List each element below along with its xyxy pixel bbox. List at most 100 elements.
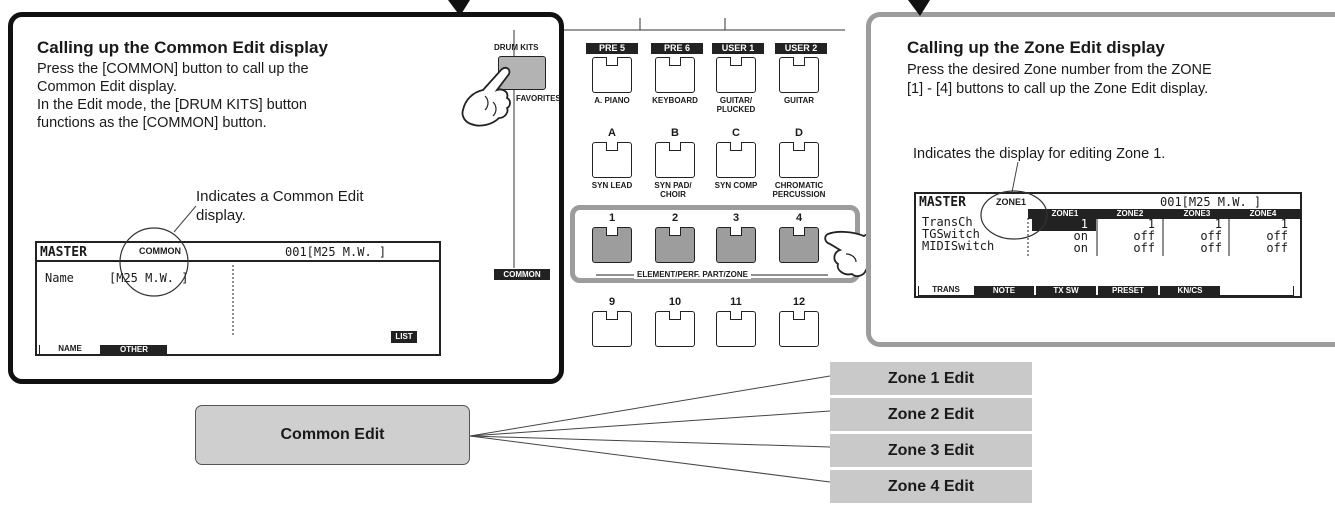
lcd-tab-preset: PRESET — [1098, 286, 1158, 295]
lcd-tab-kn-cs: KN/CS — [1160, 286, 1220, 295]
led — [793, 311, 805, 320]
lcd-cell-midiswitch-1: on — [1073, 241, 1088, 255]
lcd-cell-tgswitch-3: off — [1200, 229, 1222, 243]
led — [606, 142, 618, 151]
zone-2-button[interactable] — [655, 227, 695, 263]
letter-d: D — [795, 127, 803, 139]
lcd-cell-tgswitch-2: off — [1133, 229, 1155, 243]
led — [669, 142, 681, 151]
right-callout-arrow-icon — [908, 0, 930, 16]
lcd-row-label-tgswitch: TGSwitch — [922, 227, 980, 241]
lcd-list-icon: LIST — [391, 331, 417, 343]
number-9: 9 — [608, 296, 616, 308]
zone1-highlight-circle — [980, 190, 1048, 240]
button-10[interactable] — [655, 311, 695, 347]
lcd-section-label: ZONE1 — [996, 197, 1027, 207]
number-10: 10 — [668, 296, 682, 308]
lcd-header-rule — [37, 260, 439, 262]
led — [606, 311, 618, 320]
lcd-name-value: [M25 M.W. ] — [109, 271, 189, 285]
button-syn-pad-choir[interactable] — [655, 142, 695, 178]
zone-4-button[interactable] — [779, 227, 819, 263]
common-note-pointer — [173, 205, 197, 233]
lcd-tab-strip — [918, 286, 1294, 296]
lcd-tab-other: OTHER — [101, 345, 167, 354]
number-1: 1 — [608, 212, 616, 224]
lcd-cell-midiswitch-3: off — [1200, 241, 1222, 255]
led — [793, 142, 805, 151]
zone-4-edit-box: Zone 4 Edit — [830, 470, 1032, 503]
favorites-label: FAVORITES — [516, 94, 561, 103]
zone-3-button[interactable] — [716, 227, 756, 263]
zone-edit-title: Calling up the Zone Edit display — [907, 38, 1165, 57]
lcd-zone-header-4: ZONE4 — [1249, 209, 1277, 218]
button-chromatic-percussion[interactable] — [779, 142, 819, 178]
led — [669, 311, 681, 320]
button-9[interactable] — [592, 311, 632, 347]
lcd-cell-midiswitch-2: off — [1133, 241, 1155, 255]
lcd-cursor-cell — [1032, 219, 1096, 231]
zone-1-edit-box: Zone 1 Edit — [830, 362, 1032, 395]
lcd-cell-transch-3: 1 — [1214, 217, 1222, 231]
lcd-section-label: COMMON — [139, 246, 181, 256]
button-keyboard[interactable] — [655, 57, 695, 93]
lcd-mode-label: MASTER — [40, 245, 87, 260]
common-edit-note-line-1: Indicates a Common Edit — [196, 188, 364, 205]
lcd-row-label-transch: TransCh — [922, 215, 973, 229]
button-a-piano[interactable] — [592, 57, 632, 93]
label-syn-comp: SYN COMP — [714, 181, 758, 190]
label-syn-lead: SYN LEAD — [591, 181, 633, 190]
letter-c: C — [732, 127, 740, 139]
lcd-zone-header-bar — [1028, 209, 1300, 219]
lcd-cell-tgswitch-4: off — [1266, 229, 1288, 243]
button-12[interactable] — [779, 311, 819, 347]
header-user1: USER 1 — [712, 43, 764, 54]
led — [730, 57, 742, 66]
number-11: 11 — [730, 296, 742, 308]
lcd-name-label: Name — [45, 271, 74, 285]
button-syn-comp[interactable] — [716, 142, 756, 178]
lcd-cell-transch-1: 1 — [1080, 217, 1088, 231]
button-syn-lead[interactable] — [592, 142, 632, 178]
common-bar-label: COMMON — [494, 269, 550, 280]
lcd-tab-tx-sw: TX SW — [1036, 286, 1096, 295]
led — [669, 57, 681, 66]
label-chromatic-percussion: CHROMATIC PERCUSSION — [772, 181, 826, 199]
label-a-piano: A. PIANO — [594, 96, 630, 105]
zone-edit-text-line-1: Press the desired Zone number from the Z… — [907, 62, 1212, 78]
zone-3-edit-box: Zone 3 Edit — [830, 434, 1032, 467]
common-edit-box: Common Edit — [195, 405, 470, 465]
common-edit-title: Calling up the Common Edit display — [37, 38, 328, 57]
left-callout-arrow-icon — [448, 0, 470, 16]
lcd-program-label: 001[M25 M.W. ] — [285, 245, 387, 259]
lcd-zone-header-1: ZONE1 — [1051, 209, 1079, 218]
common-edit-text-line-2: Common Edit display. — [37, 79, 177, 95]
label-syn-pad-choir: SYN PAD/ CHOIR — [654, 181, 692, 199]
zone-edit-note: Indicates the display for editing Zone 1… — [913, 146, 1166, 162]
flow-connector-lines — [470, 375, 831, 483]
lcd-zone-header-3: ZONE3 — [1183, 209, 1211, 218]
button-guitar[interactable] — [779, 57, 819, 93]
button-guitar-plucked[interactable] — [716, 57, 756, 93]
led — [793, 57, 805, 66]
number-4: 4 — [795, 212, 803, 224]
common-highlight-circle — [119, 227, 189, 297]
zone-1-button[interactable] — [592, 227, 632, 263]
led — [730, 227, 742, 236]
element-perf-part-zone-label: ELEMENT/PERF. PART/ZONE — [634, 270, 751, 279]
common-edit-text-line-4: functions as the [COMMON] button. — [37, 115, 267, 131]
number-2: 2 — [671, 212, 679, 224]
common-edit-lcd: MASTER COMMON 001[M25 M.W. ] Name [M25 M… — [35, 241, 441, 356]
zone-edit-lcd: MASTER ZONE1 001[M25 M.W. ] ZONE1 ZONE2 … — [914, 192, 1302, 298]
lcd-program-label: 001[M25 M.W. ] — [1160, 195, 1262, 209]
letter-b: B — [671, 127, 679, 139]
led — [730, 311, 742, 320]
led — [669, 227, 681, 236]
lcd-cell-transch-4: 1 — [1280, 217, 1288, 231]
common-edit-text-line-3: In the Edit mode, the [DRUM KITS] button — [37, 97, 307, 113]
led — [606, 227, 618, 236]
lcd-tab-note: NOTE — [974, 286, 1034, 295]
led — [730, 142, 742, 151]
button-11[interactable] — [716, 311, 756, 347]
header-pre6: PRE 6 — [651, 43, 703, 54]
